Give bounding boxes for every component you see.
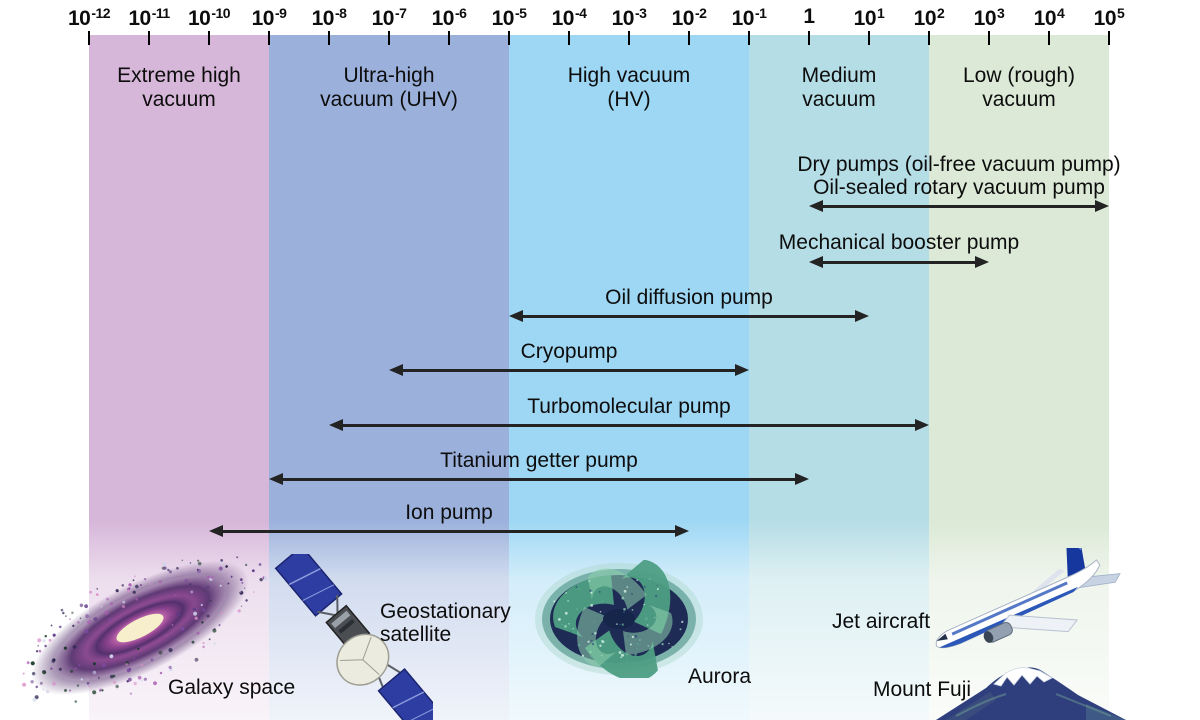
arrow-head-left-mechanical-booster [809, 256, 823, 268]
axis-tick-10e-4 [568, 31, 570, 45]
jet-aircraft-image [935, 548, 1121, 649]
pump-label-cryopump: Cryopump [520, 340, 618, 363]
pump-label-dry-and-oil-sealed-rotary-2: Oil-sealed rotary vacuum pump [813, 176, 1105, 199]
band-label-low-vacuum: Low (rough) vacuum [962, 64, 1076, 111]
axis-label-10e0: 1 [803, 5, 815, 28]
axis-tick-10e1 [868, 31, 870, 45]
pump-range-arrow-ion-pump [209, 525, 689, 537]
axis-label-10e-3: 10-3 [611, 5, 647, 30]
band-label-high-vacuum: High vacuum (HV) [567, 64, 691, 111]
arrow-head-right-oil-diffusion [855, 310, 869, 322]
arrow-line-cryopump [394, 368, 744, 372]
arrow-head-right-dry-and-oil-sealed-rotary [1095, 200, 1109, 212]
pump-range-arrow-cryopump [389, 364, 749, 376]
pump-label-dry-and-oil-sealed-rotary-1: Dry pumps (oil-free vacuum pump) [797, 153, 1121, 176]
axis-tick-10e2 [928, 31, 930, 45]
axis-label-10e-2: 10-2 [671, 5, 707, 30]
arrow-line-titanium-getter [274, 477, 804, 481]
axis-label-10e-11: 10-11 [128, 5, 170, 30]
pump-range-arrow-turbomolecular [329, 419, 929, 431]
axis-tick-10e4 [1048, 31, 1050, 45]
pump-range-arrow-mechanical-booster [809, 256, 989, 268]
arrow-line-oil-diffusion [514, 314, 864, 318]
aurora-speckles [551, 578, 684, 663]
pump-label-ion-pump: Ion pump [405, 501, 493, 524]
axis-tick-10e0 [808, 31, 810, 45]
axis-tick-10e3 [988, 31, 990, 45]
arrow-line-dry-and-oil-sealed-rotary [814, 204, 1104, 208]
axis-tick-10e-7 [388, 31, 390, 45]
axis-tick-10e-11 [148, 31, 150, 45]
geostationary-satellite-image [274, 554, 433, 720]
arrow-head-left-oil-diffusion [509, 310, 523, 322]
axis-tick-10e-5 [508, 31, 510, 45]
arrow-line-turbomolecular [334, 423, 924, 427]
axis-label-10e-7: 10-7 [371, 5, 407, 30]
pump-range-arrow-titanium-getter [269, 473, 809, 485]
axis-label-10e3: 103 [973, 5, 1005, 30]
arrow-head-right-turbomolecular [915, 419, 929, 431]
axis-label-10e-10: 10-10 [187, 5, 231, 30]
pump-range-arrow-dry-and-oil-sealed-rotary [809, 200, 1109, 212]
jet-aircraft-caption: Jet aircraft [832, 610, 931, 633]
arrow-head-right-cryopump [735, 364, 749, 376]
axis-label-10e-1: 10-1 [731, 5, 767, 30]
axis-tick-10e-12 [88, 31, 90, 45]
band-medium-vacuum [749, 35, 929, 720]
galaxy-speckles [22, 556, 268, 703]
axis-label-10e-6: 10-6 [431, 5, 467, 30]
pump-range-arrow-oil-diffusion [509, 310, 869, 322]
axis-tick-10e-6 [448, 31, 450, 45]
aurora-image [535, 560, 703, 678]
aurora-caption: Aurora [688, 665, 752, 688]
axis-label-10e-5: 10-5 [491, 5, 527, 30]
arrow-head-left-titanium-getter [269, 473, 283, 485]
axis-label-10e-12: 10-12 [67, 5, 111, 30]
arrow-head-right-mechanical-booster [975, 256, 989, 268]
arrow-head-right-titanium-getter [795, 473, 809, 485]
axis-tick-10e-10 [208, 31, 210, 45]
pump-label-turbomolecular: Turbomolecular pump [527, 395, 731, 418]
axis-label-10e1: 101 [853, 5, 885, 30]
axis-tick-10e-2 [688, 31, 690, 45]
pump-label-titanium-getter: Titanium getter pump [440, 449, 638, 472]
band-label-medium-vacuum: Medium vacuum [801, 64, 877, 111]
arrow-head-right-ion-pump [675, 525, 689, 537]
geostationary-satellite-caption: Geostationary satellite [380, 600, 511, 646]
axis-label-10e5: 105 [1093, 5, 1125, 30]
band-label-extreme-high-vacuum: Extreme high vacuum [117, 64, 241, 111]
arrow-head-left-ion-pump [209, 525, 223, 537]
mount-fuji-caption: Mount Fuji [873, 678, 972, 701]
axis-tick-10e-8 [328, 31, 330, 45]
pump-label-mechanical-booster: Mechanical booster pump [778, 231, 1020, 254]
arrow-line-mechanical-booster [814, 260, 984, 264]
galaxy-image [22, 556, 268, 703]
arrow-head-left-turbomolecular [329, 419, 343, 431]
axis-label-10e4: 104 [1033, 5, 1065, 30]
axis-tick-10e-9 [268, 31, 270, 45]
axis-tick-10e-1 [748, 31, 750, 45]
arrow-line-ion-pump [214, 529, 684, 533]
axis-label-10e-9: 10-9 [251, 5, 287, 30]
axis-label-10e2: 102 [913, 5, 945, 30]
axis-label-10e-8: 10-8 [311, 5, 347, 30]
band-label-ultra-high-vacuum: Ultra-high vacuum (UHV) [320, 64, 458, 111]
arrow-head-left-dry-and-oil-sealed-rotary [809, 200, 823, 212]
axis-tick-10e-3 [628, 31, 630, 45]
arrow-head-left-cryopump [389, 364, 403, 376]
axis-label-10e-4: 10-4 [551, 5, 587, 30]
mount-fuji-image [936, 667, 1126, 720]
axis-tick-10e5 [1108, 31, 1110, 45]
galaxy-caption: Galaxy space [168, 676, 296, 699]
pump-label-oil-diffusion: Oil diffusion pump [605, 286, 773, 309]
